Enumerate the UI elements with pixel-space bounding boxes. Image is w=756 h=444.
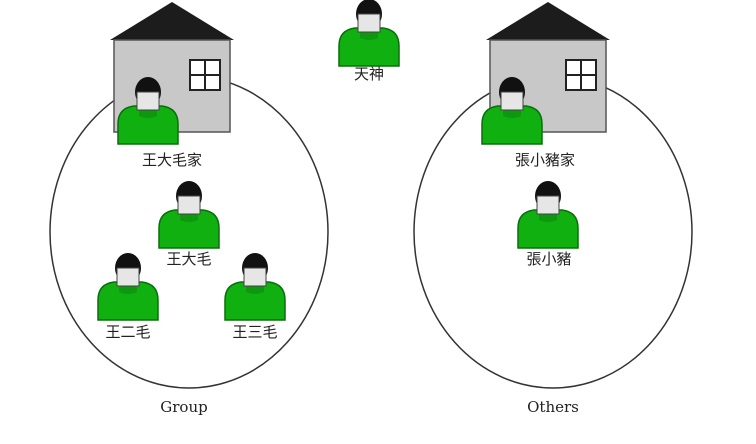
label-others: Others [527,398,579,416]
label-zhang-home: 張小豬家 [515,151,575,169]
zhang-1-person-icon [517,180,579,249]
label-wang-home: 王大毛家 [142,151,202,169]
label-wang-1: 王大毛 [166,250,211,268]
label-wang-2: 王二毛 [105,323,150,341]
label-group: Group [160,398,207,416]
label-root: 天神 [354,65,384,83]
label-zhang-1: 張小豬 [526,250,571,268]
wang-1-person-icon [158,180,220,249]
root-person-icon [338,0,400,67]
wang-2-person-icon [97,252,159,321]
wang-3-person-icon [224,252,286,321]
label-wang-3: 王三毛 [232,323,277,341]
